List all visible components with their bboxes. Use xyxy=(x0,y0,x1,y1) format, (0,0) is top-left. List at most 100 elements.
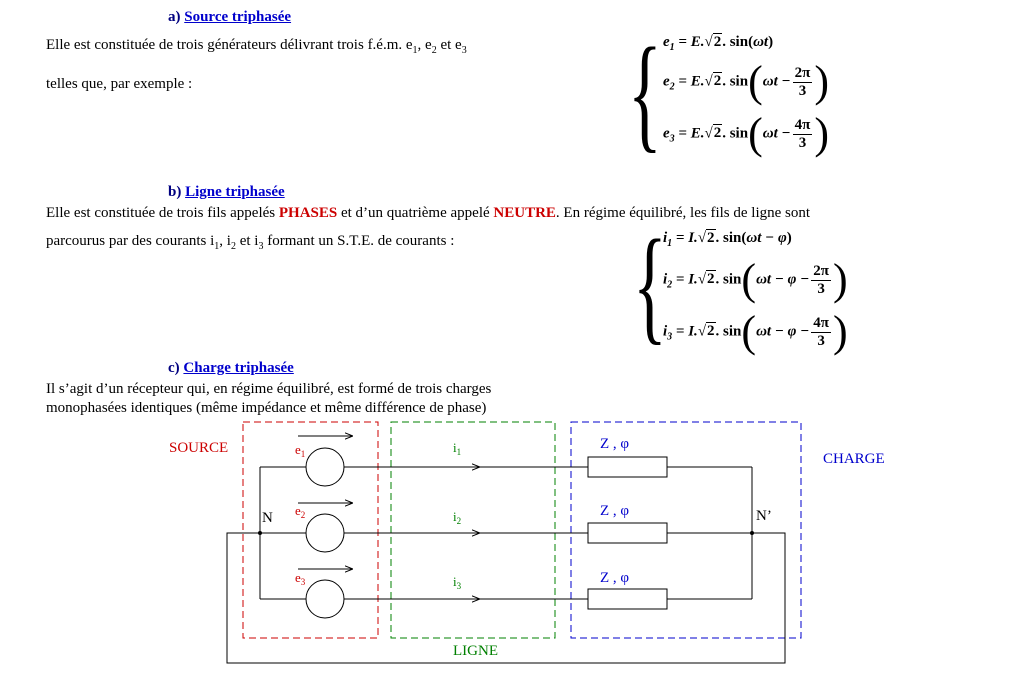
current-label-1: i1 xyxy=(453,440,461,457)
node-n2-dot xyxy=(750,531,754,535)
text: parcourus par des courants i xyxy=(46,233,215,249)
text: , e xyxy=(417,37,432,53)
sub: 2 xyxy=(230,241,236,252)
eq-lhs: e xyxy=(663,125,670,142)
brace-i: { xyxy=(633,214,667,356)
eq-sub: 3 xyxy=(667,331,673,343)
eq-rhs: = E. xyxy=(678,125,705,142)
eq-sub: 2 xyxy=(669,81,675,93)
eq-lhs: e xyxy=(663,73,670,90)
sub: 2 xyxy=(431,45,437,56)
eq-num: 2π xyxy=(792,64,813,83)
eq-num: 4π xyxy=(792,116,813,135)
text: Elle est constituée de trois fils appelé… xyxy=(46,205,279,221)
eq-arg: ωt − xyxy=(762,125,791,142)
ligne-label: LIGNE xyxy=(453,643,498,659)
text: . En régime équilibré, les fils de ligne… xyxy=(555,205,811,221)
eq-sub: 2 xyxy=(667,279,673,291)
section-b-heading: b) Ligne triphasée xyxy=(168,184,285,201)
section-b-label: b) xyxy=(168,184,186,200)
eq-sqrt: 2 xyxy=(712,72,723,90)
generator-1 xyxy=(305,447,345,487)
eq-rhs: = I. xyxy=(675,230,698,246)
eq-den: 3 xyxy=(798,134,807,151)
section-a-label: a) xyxy=(168,9,185,25)
eq-rhs: = E. xyxy=(678,73,705,90)
sub: 1 xyxy=(412,45,418,56)
eq-arg: ωt xyxy=(753,34,769,50)
eq-sqrt: 2 xyxy=(712,124,723,142)
s: 2 xyxy=(301,510,306,520)
emf-label-2: e2 xyxy=(295,503,305,520)
eq-lhs: i xyxy=(663,323,668,340)
eq-fn: . sin xyxy=(715,271,742,288)
eq-sqrt: 2 xyxy=(712,33,723,50)
eq-arg: ωt − xyxy=(762,73,791,90)
impedance-label-1: Z , φ xyxy=(600,436,629,452)
eq-rhs: = E. xyxy=(678,34,705,50)
section-a-heading: a) Source triphasée xyxy=(168,9,291,26)
eq-sqrt: 2 xyxy=(706,322,716,340)
section-a-line1: Elle est constituée de trois générateurs… xyxy=(46,36,467,60)
eq-rhs: = I. xyxy=(675,271,698,288)
charge-label: CHARGE xyxy=(823,451,885,467)
eq-arg: ωt − φ − xyxy=(756,271,810,288)
eq-den: 3 xyxy=(817,332,825,349)
impedance-label-3: Z , φ xyxy=(600,570,629,586)
ligne-zone-box xyxy=(390,421,556,639)
eq-fn: . sin xyxy=(722,125,749,142)
eq-i1: i1 = I.√2. sin(ωt − φ) xyxy=(663,229,792,249)
eq-fn: . sin xyxy=(715,323,742,340)
t: i xyxy=(453,509,457,524)
t: e xyxy=(295,503,301,518)
text: Elle est constituée de trois générateurs… xyxy=(46,37,413,53)
section-c-line2: monophasées identiques (même impédance e… xyxy=(46,400,487,416)
eq-num: 2π xyxy=(811,262,831,281)
t: i xyxy=(453,574,457,589)
section-b-line1: Elle est constituée de trois fils appelé… xyxy=(46,204,810,222)
generator-2 xyxy=(305,513,345,553)
phases-word: PHASES xyxy=(278,205,338,221)
sub: 3 xyxy=(461,45,467,56)
eq-sub: 1 xyxy=(667,238,673,249)
eq-lhs: i xyxy=(663,230,668,246)
section-a-line2: telles que, par exemple : xyxy=(46,76,193,92)
sub: 1 xyxy=(214,241,220,252)
sub: 3 xyxy=(258,241,264,252)
eq-arg: ωt − φ xyxy=(746,230,787,246)
eq-den: 3 xyxy=(817,280,825,297)
impedance-label-2: Z , φ xyxy=(600,503,629,519)
neutral-wire xyxy=(226,532,786,664)
text: et i xyxy=(235,233,259,249)
section-c-label: c) xyxy=(168,360,184,376)
text: formant un S.T.E. de courants : xyxy=(263,233,455,249)
emf-label-1: e1 xyxy=(295,442,305,459)
eq-lhs: i xyxy=(663,271,668,288)
s: 1 xyxy=(301,449,306,459)
eq-sqrt: 2 xyxy=(706,229,716,246)
eq-rhs: = I. xyxy=(675,323,698,340)
brace-e: { xyxy=(628,22,662,164)
text: et d’un quatrième appelé xyxy=(337,205,494,221)
eq-den: 3 xyxy=(798,82,807,99)
section-b-title: Ligne triphasée xyxy=(185,184,285,200)
s: 3 xyxy=(457,581,462,591)
section-a-title: Source triphasée xyxy=(184,9,292,25)
impedance-1 xyxy=(587,456,668,478)
section-c-line1: Il s’agit d’un récepteur qui, en régime … xyxy=(46,381,492,397)
eq-sub: 3 xyxy=(669,133,675,145)
t: i xyxy=(453,440,457,455)
eq-e1: e1 = E.√2. sin(ωt) xyxy=(663,33,774,53)
t: e xyxy=(295,442,301,457)
section-b-line2: parcourus par des courants i1, i2 et i3 … xyxy=(46,232,454,256)
text: et e xyxy=(436,37,462,53)
neutre-word: NEUTRE xyxy=(493,205,556,221)
node-n-dot xyxy=(258,531,262,535)
emf-label-3: e3 xyxy=(295,570,306,587)
eq-lhs: e xyxy=(663,34,670,50)
current-label-2: i2 xyxy=(453,509,461,526)
s: 2 xyxy=(457,516,462,526)
